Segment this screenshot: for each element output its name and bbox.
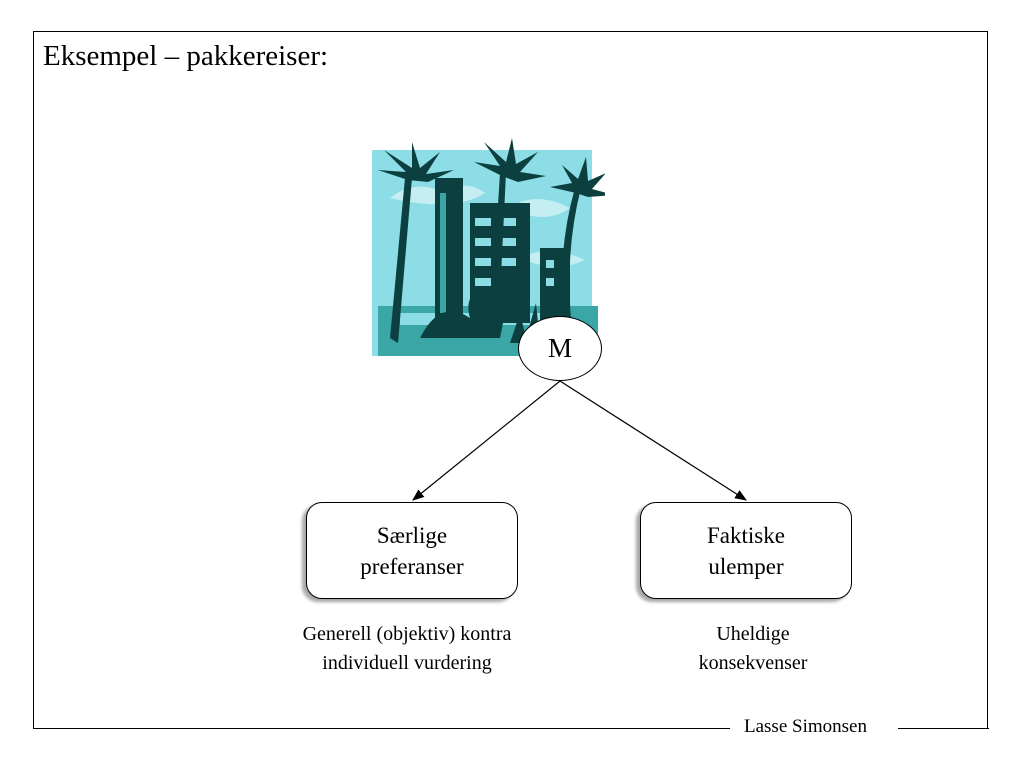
slide-title: Eksempel – pakkereiser: <box>43 40 329 72</box>
connector-m-to-right <box>559 380 748 501</box>
footer-rule-right <box>898 728 989 729</box>
caption-line: konsekvenser <box>698 652 808 674</box>
node-faktiske-ulemper: Faktiske ulemper <box>640 502 852 599</box>
node-label-line: Faktiske <box>707 522 785 548</box>
caption-left: Generell (objektiv) kontra individuell v… <box>262 620 552 678</box>
node-label-line: preferanser <box>360 553 464 579</box>
footer-author: Lasse Simonsen <box>744 716 867 737</box>
node-saerlige-preferanser: Særlige preferanser <box>306 502 518 599</box>
tropical-resort-buildings-palms-icon <box>372 138 605 356</box>
connector-m-to-left <box>412 380 561 501</box>
caption-line: Uheldige <box>716 623 790 645</box>
slide-frame <box>33 31 988 729</box>
caption-line: Generell (objektiv) kontra <box>302 623 512 645</box>
root-node-label: M <box>547 333 572 363</box>
caption-line: individuell vurdering <box>322 652 492 674</box>
node-label-line: ulemper <box>708 553 784 579</box>
footer-rule-left <box>33 728 730 729</box>
node-label-line: Særlige <box>376 522 448 548</box>
caption-right: Uheldige konsekvenser <box>648 620 858 678</box>
root-node-m: M <box>518 316 602 381</box>
